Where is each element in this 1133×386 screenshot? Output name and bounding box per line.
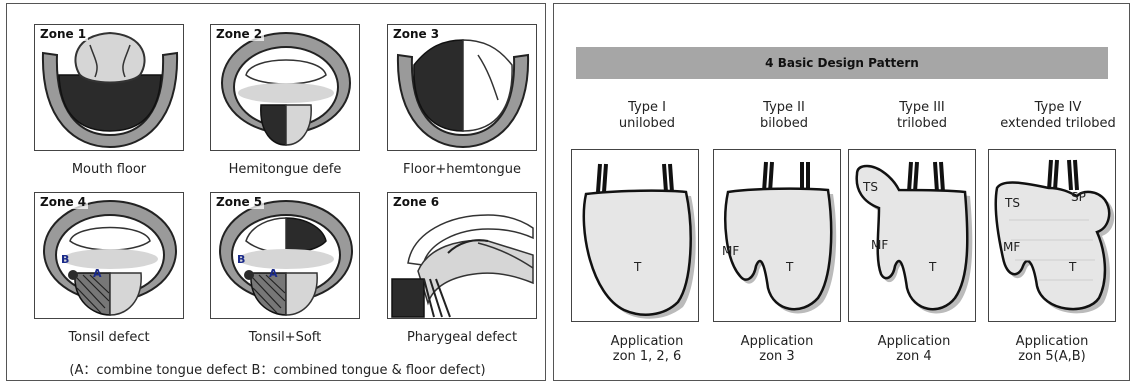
type-1-app-label: Application [577, 334, 717, 349]
design-pattern-banner: 4 Basic Design Pattern [576, 47, 1108, 79]
marker-a: A [93, 267, 102, 280]
type-4-flap-diagram: TS SP MF T [988, 149, 1116, 322]
flap-label-mf: MF [871, 238, 888, 252]
type-4-app-label: Application [982, 334, 1122, 349]
type-3-flap-diagram: TS MF T [848, 149, 976, 322]
zone-1-illustration: Zone 1 [34, 24, 184, 151]
type-3-app-zones: zon 4 [844, 349, 984, 364]
zone-6-caption: Pharygeal defect [377, 330, 547, 345]
type-1-desc: unilobed [577, 116, 717, 132]
type-4-header: Type IV extended trilobed [988, 100, 1128, 132]
type-2-name: Type II [714, 100, 854, 116]
zone-footnote: (A：combine tongue defect B：combined tong… [15, 359, 540, 378]
flap-label-sp: SP [1071, 190, 1086, 204]
zone-4-illustration: Zone 4 B A [34, 192, 184, 319]
zone-6-illustration: Zone 6 [387, 192, 537, 319]
zone-2-label: Zone 2 [214, 27, 264, 41]
type-3-application: Application zon 4 [844, 334, 984, 364]
zone-5-caption: Tonsil+Soft [200, 330, 370, 345]
type-4-application: Application zon 5(A,B) [982, 334, 1122, 364]
marker-b: B [61, 253, 69, 266]
zone-4-label: Zone 4 [38, 195, 88, 209]
flap-label-mf: MF [722, 244, 739, 258]
zone-1-caption: Mouth floor [24, 162, 194, 177]
flap-label-t: T [634, 260, 641, 274]
flap-label-t: T [786, 260, 793, 274]
type-2-header: Type II bilobed [714, 100, 854, 132]
marker-a: A [269, 267, 278, 280]
type-4-name: Type IV [988, 100, 1128, 116]
type-3-app-label: Application [844, 334, 984, 349]
type-1-application: Application zon 1, 2, 6 [577, 334, 717, 364]
type-2-app-label: Application [707, 334, 847, 349]
type-1-header: Type I unilobed [577, 100, 717, 132]
type-2-application: Application zon 3 [707, 334, 847, 364]
zone-6-label: Zone 6 [391, 195, 441, 209]
type-3-name: Type III [852, 100, 992, 116]
defect-zones-panel: Zone 1 Mouth floor Zone 2 Hemitongue def… [6, 3, 546, 381]
design-pattern-panel: 4 Basic Design Pattern Type I unilobed T… [553, 3, 1130, 381]
type-4-desc: extended trilobed [988, 116, 1128, 132]
flap-label-ts: TS [1005, 196, 1020, 210]
flap-label-t: T [929, 260, 936, 274]
zone-5-label: Zone 5 [214, 195, 264, 209]
zone-4-caption: Tonsil defect [24, 330, 194, 345]
zone-2-illustration: Zone 2 [210, 24, 360, 151]
type-2-flap-diagram: MF T [713, 149, 841, 322]
type-1-flap-diagram: T [571, 149, 699, 322]
type-1-name: Type I [577, 100, 717, 116]
flap-label-t: T [1069, 260, 1076, 274]
type-2-desc: bilobed [714, 116, 854, 132]
type-2-app-zones: zon 3 [707, 349, 847, 364]
zone-3-caption: Floor+hemtongue [377, 162, 547, 177]
marker-b: B [237, 253, 245, 266]
zone-1-label: Zone 1 [38, 27, 88, 41]
zone-3-label: Zone 3 [391, 27, 441, 41]
zone-3-illustration: Zone 3 [387, 24, 537, 151]
flap-label-mf: MF [1003, 240, 1020, 254]
flap-label-ts: TS [863, 180, 878, 194]
type-4-app-zones: zon 5(A,B) [982, 349, 1122, 364]
type-3-desc: trilobed [852, 116, 992, 132]
zone-5-illustration: Zone 5 B A [210, 192, 360, 319]
type-1-app-zones: zon 1, 2, 6 [577, 349, 717, 364]
zone-2-caption: Hemitongue defe [200, 162, 370, 177]
type-3-header: Type III trilobed [852, 100, 992, 132]
